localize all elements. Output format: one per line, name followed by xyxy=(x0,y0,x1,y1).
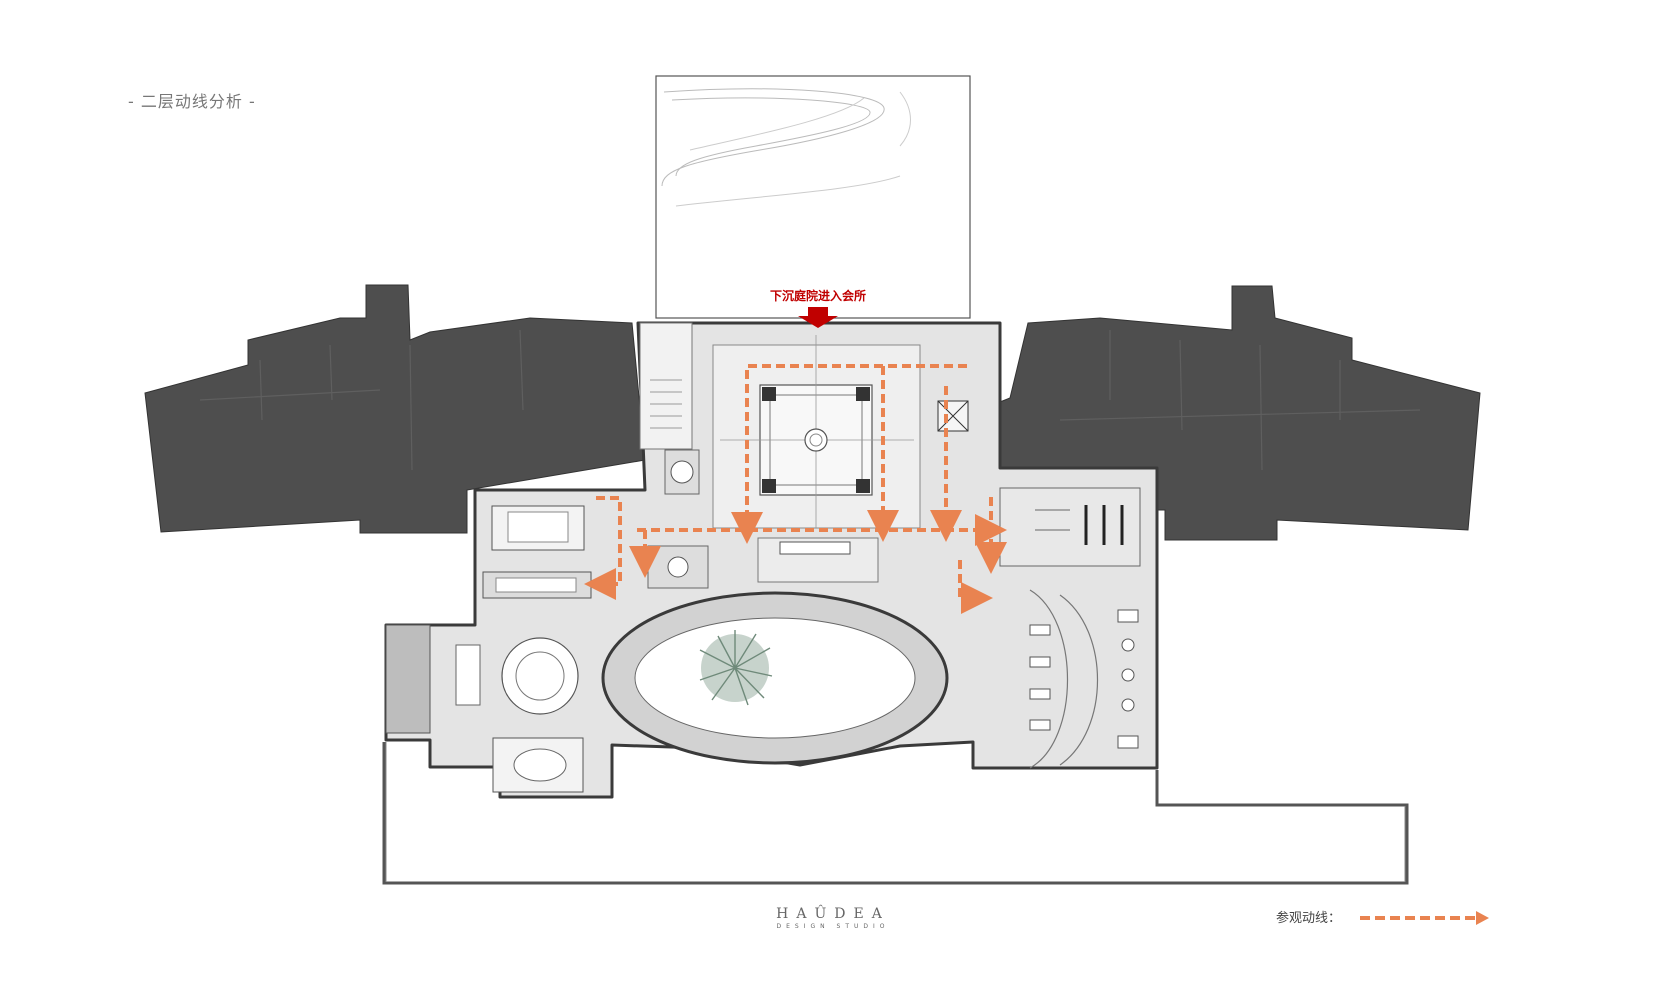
entry-label: 下沉庭院进入会所 xyxy=(770,288,866,303)
page-title: - 二层动线分析 - xyxy=(128,92,256,111)
main-floor xyxy=(384,321,1159,799)
brand-logo: HAÛDEA DESIGN STUDIO xyxy=(748,906,918,930)
legend-route-sample xyxy=(1360,911,1489,925)
tour-route xyxy=(584,364,1007,614)
terrace xyxy=(382,742,1409,885)
sunken-courtyard xyxy=(655,75,971,319)
courtyard-tree xyxy=(699,630,773,706)
oval-atrium xyxy=(601,591,949,765)
entry-arrow: 下沉庭院进入会所 xyxy=(770,288,866,328)
brand-subtitle: DESIGN STUDIO xyxy=(776,923,890,930)
legend: 参观动线： xyxy=(1276,906,1341,926)
left-wing xyxy=(144,284,646,534)
brand-name: HAÛDEA xyxy=(776,906,890,922)
legend-label: 参观动线： xyxy=(1276,910,1342,926)
